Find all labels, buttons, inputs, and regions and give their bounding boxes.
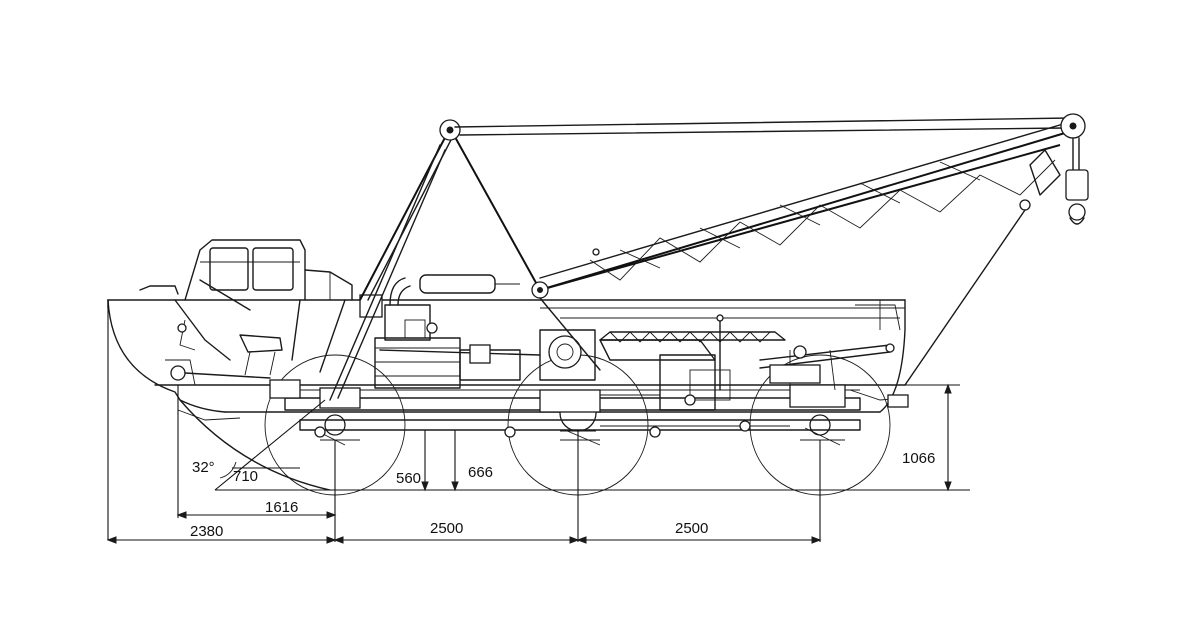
- dimension-lines: [106, 300, 970, 544]
- crane: [329, 113, 1089, 401]
- label-wheelbase-2: 2500: [675, 520, 708, 537]
- label-wheelbase-1: 2500: [430, 520, 463, 537]
- deck-truss: [599, 314, 786, 391]
- hull: [107, 299, 906, 491]
- label-overall-front: 2380: [190, 523, 223, 540]
- cab: [139, 239, 353, 376]
- dimension-labels: 32° 710 560 666 1066 1616 2380 2500 2500: [190, 450, 935, 540]
- engine: [359, 274, 541, 389]
- rear-linkage: [759, 343, 909, 408]
- label-front-overhang: 710: [233, 468, 258, 485]
- label-front-to-axle: 1616: [265, 499, 298, 516]
- chassis-frame: [165, 359, 861, 446]
- transmission-winch: [539, 329, 731, 411]
- label-angle: 32°: [192, 459, 215, 476]
- label-ground-clearance-a: 560: [396, 470, 421, 487]
- label-ground-clearance-b: 666: [468, 464, 493, 481]
- label-rear-height: 1066: [902, 450, 935, 467]
